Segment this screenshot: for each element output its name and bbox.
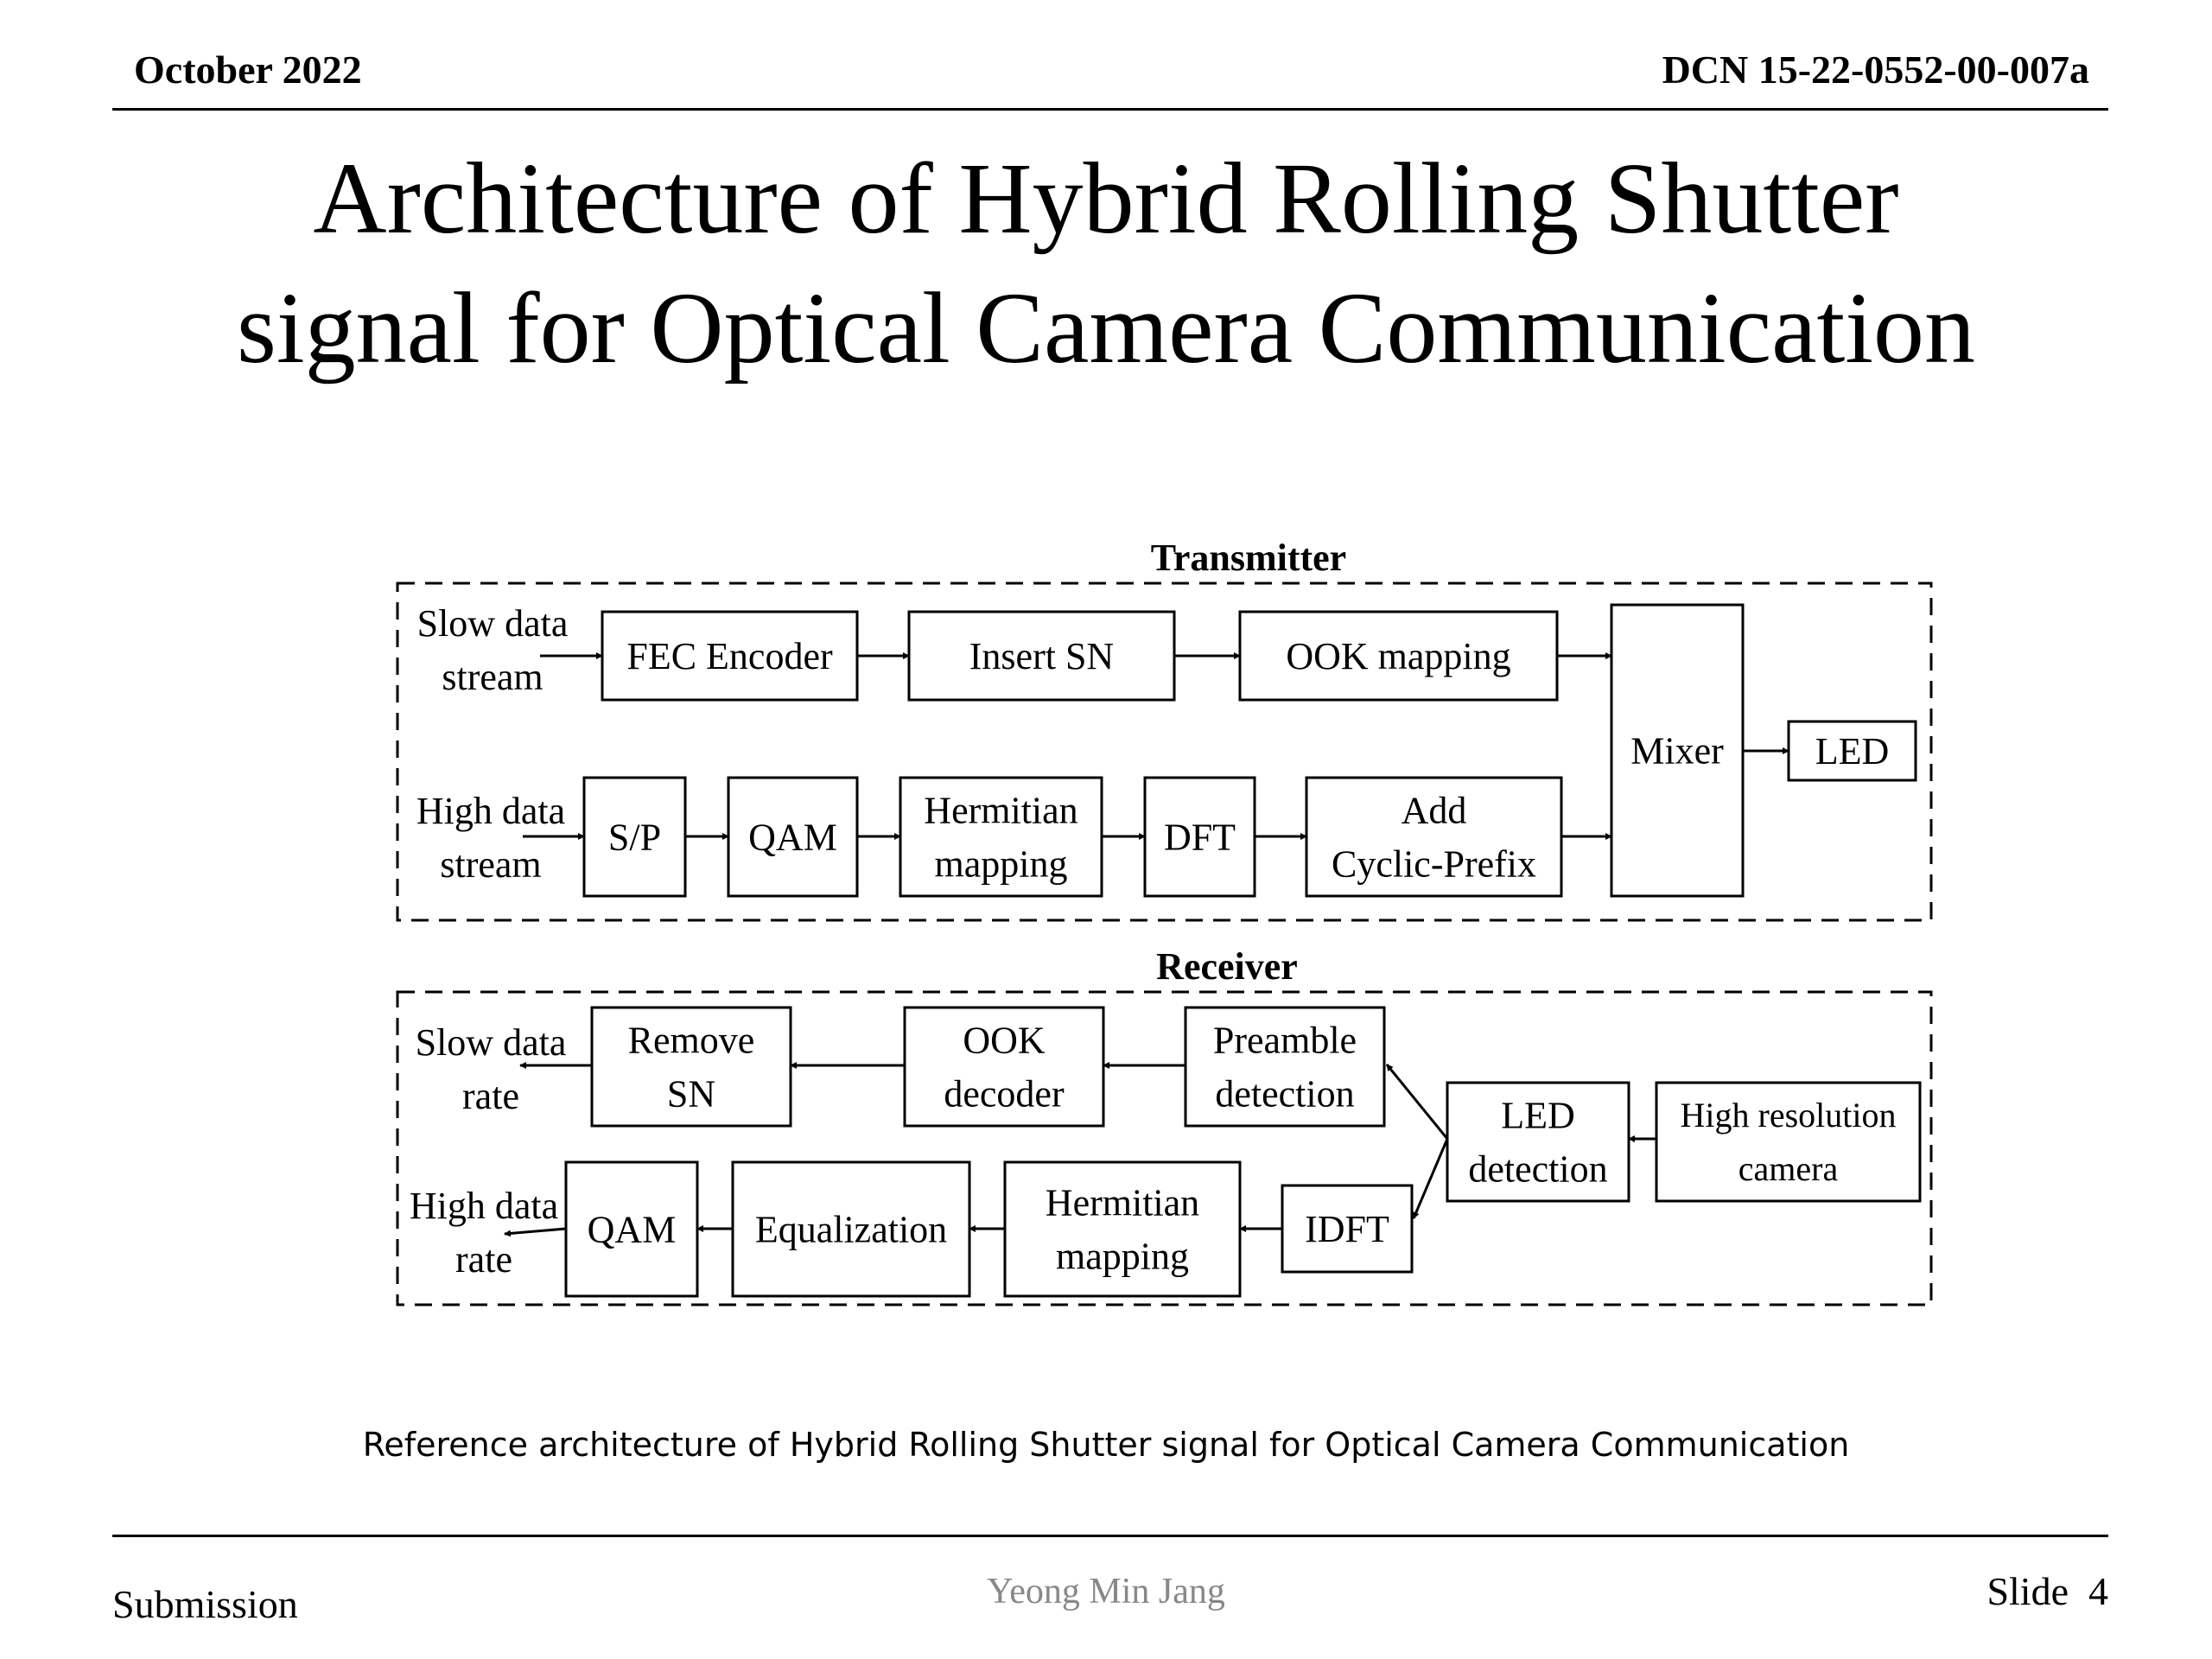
slide-label: Slide	[1986, 1569, 2069, 1613]
transmitter-frame	[396, 582, 1933, 922]
footer-submission: Submission	[112, 1582, 298, 1626]
preamble-detection-block-label-line-2: detection	[1215, 1072, 1354, 1115]
preamble-detection-block-label-line-1: Preamble	[1213, 1019, 1357, 1061]
camera-block	[1655, 1081, 1922, 1203]
header-date: October 2022	[134, 48, 362, 92]
arrow-led-det-to-preamble	[1385, 1064, 1449, 1140]
idft-block-label-line-1: IDFT	[1305, 1208, 1389, 1250]
rx-qam-block-label-line-1: QAM	[588, 1208, 677, 1250]
footer-author: Yeong Min Jang	[987, 1572, 1225, 1611]
dft-block-label-line-1: DFT	[1164, 816, 1236, 858]
rx-high-output-line-2: rate	[455, 1238, 512, 1281]
ook-decoder-block-label-line-1: OOK	[963, 1019, 1046, 1061]
rx-hermitian-block-label-line-2: mapping	[1056, 1235, 1189, 1277]
tx-hermitian-block-label-line-2: mapping	[935, 842, 1068, 885]
receiver-frame	[396, 990, 1933, 1306]
tx-slow-input-line-1: Slow data	[417, 602, 569, 645]
equalization-block-label-line-1: Equalization	[755, 1208, 947, 1250]
rx-slow-output-line-2: rate	[462, 1075, 519, 1117]
cyclic-prefix-block-label-line-2: Cyclic-Prefix	[1332, 842, 1536, 885]
fec-encoder-block-label-line-1: FEC Encoder	[626, 635, 833, 677]
arrow-qam-to-out	[504, 1227, 567, 1237]
header-rule	[112, 108, 2108, 111]
rx-slow-output-line-1: Slow data	[416, 1021, 567, 1064]
mixer-block-label-line-1: Mixer	[1630, 729, 1724, 772]
figure-caption: Reference architecture of Hybrid Rolling…	[362, 1426, 1850, 1464]
tx-high-input-line-1: High data	[416, 790, 565, 832]
tx-qam-block-label-line-1: QAM	[748, 816, 837, 858]
title-line-1: Architecture of Hybrid Rolling Shutter	[313, 142, 1899, 255]
transmitter-label: Transmitter	[1151, 537, 1346, 579]
led-block-label-line-1: LED	[1815, 730, 1890, 772]
tx-high-input-line-2: stream	[440, 843, 541, 886]
footer-rule	[112, 1535, 2108, 1537]
footer-slide: Slide 4	[1986, 1568, 2108, 1614]
slide-number: 4	[2088, 1569, 2108, 1613]
led-detection-block-label-line-2: detection	[1468, 1147, 1607, 1190]
tx-hermitian-block-label-line-1: Hermitian	[924, 789, 1077, 831]
slide-title: Architecture of Hybrid Rolling Shutter s…	[0, 134, 2212, 393]
rx-hermitian-block-label-line-1: Hermitian	[1046, 1181, 1199, 1224]
rx-high-output-line-1: High data	[410, 1185, 558, 1227]
receiver-label: Receiver	[1156, 945, 1298, 988]
tx-slow-input-line-2: stream	[442, 656, 543, 698]
header-dcn: DCN 15-22-0552-00-007a	[1662, 48, 2089, 92]
title-line-2: signal for Optical Camera Communication	[236, 271, 1976, 385]
insert-sn-block-label-line-1: Insert SN	[969, 635, 1114, 677]
remove-sn-block-label-line-1: Remove	[628, 1019, 755, 1061]
arrow-led-det-to-idft	[1412, 1138, 1449, 1219]
sp-block-label-line-1: S/P	[608, 816, 661, 858]
ook-mapping-block-label-line-1: OOK mapping	[1286, 635, 1510, 677]
cyclic-prefix-block-label-line-1: Add	[1402, 789, 1467, 831]
ook-decoder-block-label-line-2: decoder	[944, 1072, 1065, 1115]
camera-block-label-line-1: High resolution	[1681, 1096, 1897, 1135]
remove-sn-block-label-line-2: SN	[667, 1072, 715, 1115]
camera-block-label-line-2: camera	[1738, 1149, 1839, 1188]
led-detection-block-label-line-1: LED	[1501, 1094, 1575, 1136]
